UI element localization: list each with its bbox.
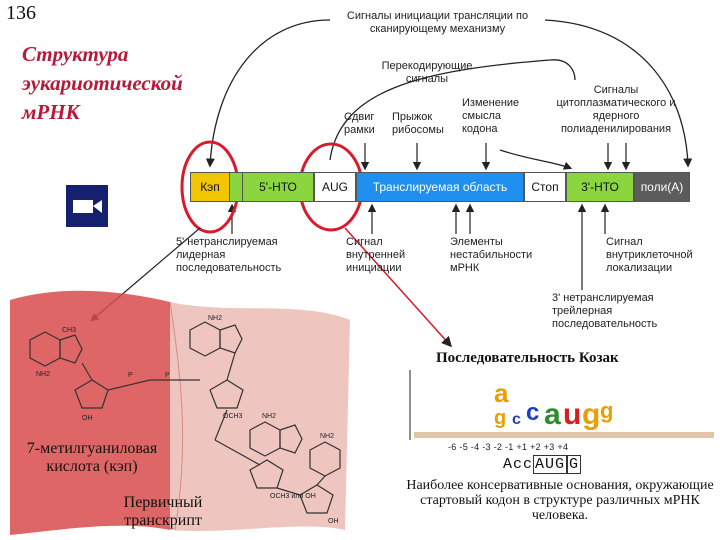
chem-label-p2: P xyxy=(165,372,170,379)
logo-letter-u: u xyxy=(563,398,581,431)
utr3-segment: 3'-НТО xyxy=(566,172,634,202)
mrna-bar: Кэп 5'-НТО AUG Транслируемая область Сто… xyxy=(190,172,690,202)
methylguanine-caption: 7-метилгуаниловая кислота (кэп) xyxy=(26,440,158,475)
logo-letter-c1: c xyxy=(512,411,521,428)
localization-label: Сигнал внутриклеточной локализации xyxy=(606,236,693,274)
video-camera-icon[interactable] xyxy=(66,185,108,227)
ribosome-jump-label: Прыжок рибосомы xyxy=(392,111,444,136)
cap-segment: Кэп xyxy=(190,172,230,202)
chem-label-nh2-d: NH2 xyxy=(320,433,334,440)
utr5-segment: 5'-НТО xyxy=(242,172,314,202)
utr3-full-label: 3' нетранслируемая трейлерная последоват… xyxy=(552,292,658,330)
chem-label-och3-or-oh: OCH3 или OH xyxy=(270,493,316,500)
logo-letter-c2: c xyxy=(526,399,539,426)
coding-segment: Транслируемая область xyxy=(356,172,524,202)
logo-letter-g2: g xyxy=(582,398,600,431)
instability-label: Элементы нестабильности мРНК xyxy=(450,236,533,274)
slide-number: 136 xyxy=(6,2,36,24)
stop-segment: Стоп xyxy=(524,172,566,202)
chem-label-och3: OCH3 xyxy=(223,413,243,420)
utr5-full-label: 5' нетранслируемая лидерная последовател… xyxy=(176,236,282,274)
page-title: Структура эукариотической мРНК xyxy=(22,42,183,124)
chem-label-nh2: NH2 xyxy=(36,371,50,378)
spacer-segment xyxy=(230,172,242,202)
polya-segment: поли(А) xyxy=(634,172,690,202)
kozak-caption: Наиболее консервативные основания, окруж… xyxy=(406,478,714,523)
kozak-title: Последовательность Козак xyxy=(436,350,619,366)
logo-letter-a: a xyxy=(494,378,509,408)
cytoplasmic-signals-label: Сигналы цитоплазматического и ядерного п… xyxy=(556,84,676,135)
logo-letter-g3: g xyxy=(600,398,613,423)
logo-letter-a2: a xyxy=(544,398,561,431)
chem-label-nh2-c: NH2 xyxy=(262,413,276,420)
scanning-signals-label: Сигналы инициации трансляции по сканирую… xyxy=(346,10,529,35)
logo-letter-g1: g xyxy=(494,407,506,429)
codon-change-label: Изменение смысла кодона xyxy=(462,97,520,135)
aug-segment: AUG xyxy=(314,172,356,202)
kozak-positions: -6 -5 -4 -3 -2 -1 +1 +2 +3 +4 xyxy=(448,442,569,452)
internal-initiation-label: Сигнал внутренней инициации xyxy=(346,236,406,274)
cap-structure-figure: CH3 NH2 P P OH NH2 OCH3 NH2 OCH3 или OH … xyxy=(10,290,350,535)
chem-label-p1: P xyxy=(128,372,133,379)
chem-label-ch3: CH3 xyxy=(62,327,76,334)
kozak-suffix: G xyxy=(567,455,582,474)
kozak-prefix: Acc xyxy=(503,456,534,473)
chem-label-oh: OH xyxy=(82,415,93,422)
chem-label-oh-b: OH xyxy=(328,518,339,525)
recoding-signals-label: Перекодирующие сигналы xyxy=(381,60,473,85)
kozak-logo: a g c c a u g g xyxy=(409,370,714,440)
primary-transcript-caption: Первичный транскрипт xyxy=(123,494,203,529)
chem-label-nh2-b: NH2 xyxy=(208,315,222,322)
kozak-start-codon: AUG xyxy=(533,455,568,474)
